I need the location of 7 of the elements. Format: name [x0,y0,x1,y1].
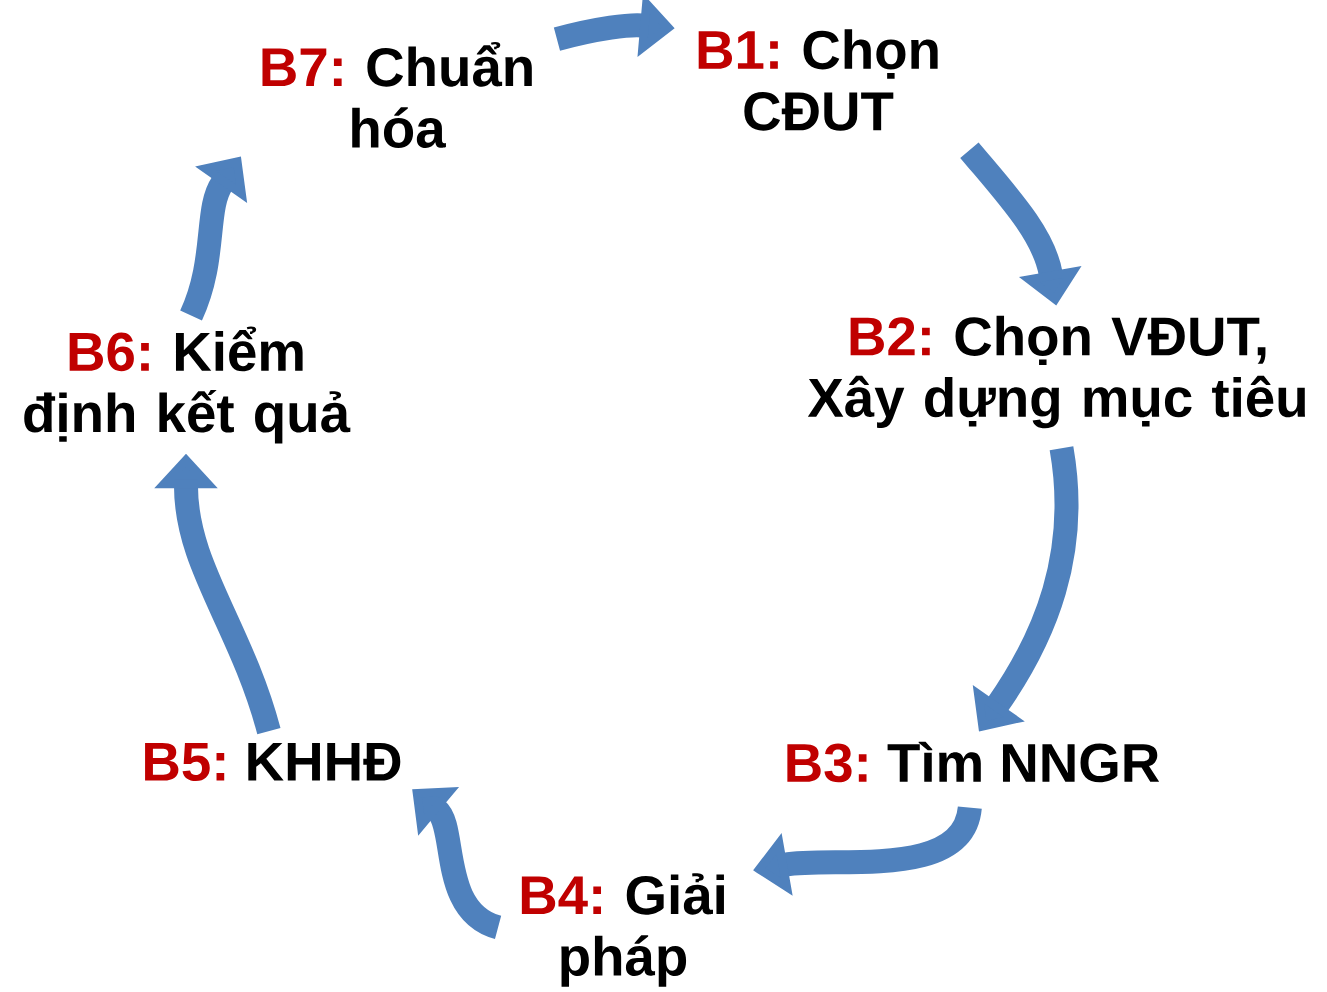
step-label: B3: Tìm NNGR [787,741,1160,783]
step-label: B4: Giải pháp [521,873,724,987]
step-label: B6: Kiểm định kết quả [24,326,351,444]
step-label: B2: Chọn VĐUT, Xây dựng mục tiêu [807,315,1305,429]
step-label: B5: KHHĐ [145,742,401,782]
step-label: B1: Chọn CĐUT [698,29,938,131]
step-label: B7: Chuẩn hóa [262,42,532,148]
